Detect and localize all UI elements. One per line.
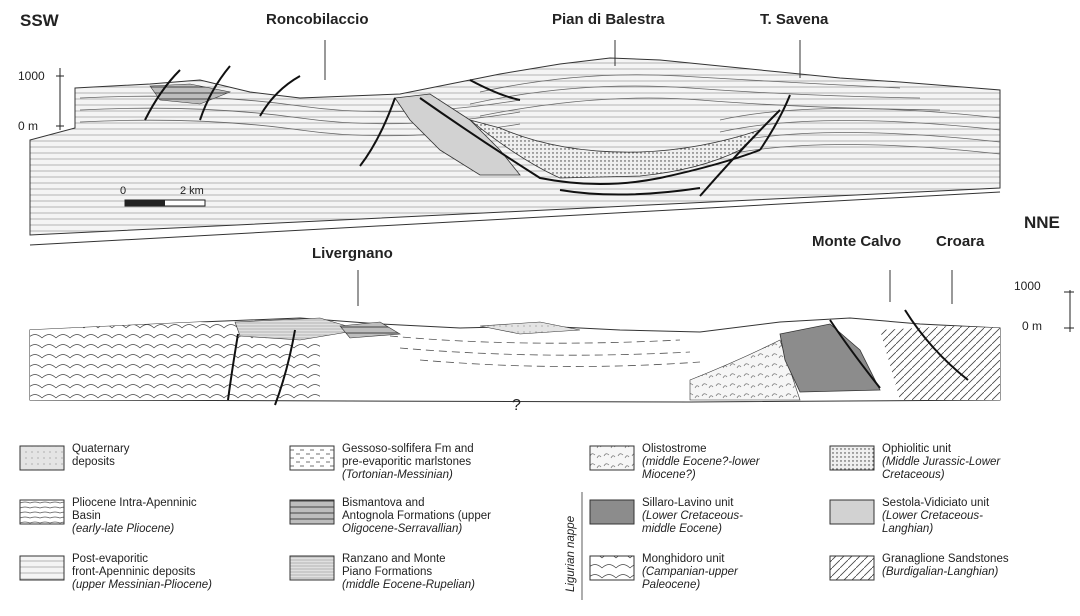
lower-scale: 1000 0 m	[1014, 279, 1074, 333]
label-ssw: SSW	[20, 11, 60, 30]
legend-swatch-sillaro	[590, 500, 634, 524]
legend-label-bismantova-1: Bismantova and	[342, 497, 424, 509]
label-roncobilaccio: Roncobilaccio	[266, 11, 369, 28]
legend-label-monghidoro-1: Monghidoro unit	[642, 553, 725, 565]
legend-swatch-bismantova	[290, 500, 334, 524]
legend-label-olisto-2: (middle Eocene?-lower	[642, 456, 761, 468]
legend-label-quaternary-1: Quaternary	[72, 443, 130, 455]
legend-label-postevap-2: front-Apenninic deposits	[72, 566, 196, 578]
lower-section: 1000 0 m ?	[30, 270, 1074, 414]
upper-scale-bottom: 0 m	[18, 119, 38, 133]
legend-swatch-ranzano	[290, 556, 334, 580]
legend-label-postevap-3: (upper Messinian-Pliocene)	[72, 579, 212, 591]
legend-label-bismantova-2: Antognola Formations (upper	[342, 510, 491, 522]
upper-section: 1000 0 m 0 2 km	[18, 40, 1000, 235]
legend-label-olisto-1: Olistostrome	[642, 443, 707, 455]
legend-swatch-quaternary	[20, 446, 64, 470]
legend-label-postevap-1: Post-evaporitic	[72, 553, 148, 565]
label-t-savena: T. Savena	[760, 11, 829, 28]
label-pian-di-balestra: Pian di Balestra	[552, 11, 665, 28]
legend-swatch-postevap	[20, 556, 64, 580]
legend-label-sestola-2: (Lower Cretaceous-	[882, 510, 983, 522]
label-nne: NNE	[1024, 213, 1060, 232]
unknown-mark: ?	[512, 397, 521, 414]
legend-label-ranzano-1: Ranzano and Monte	[342, 553, 446, 565]
legend-swatch-gessoso	[290, 446, 334, 470]
legend-label-ranzano-3: (middle Eocene-Rupelian)	[342, 579, 475, 591]
legend-label-olisto-3: Miocene?)	[642, 469, 696, 481]
label-livergnano: Livergnano	[312, 245, 393, 262]
legend-label-gessoso-3: (Tortonian-Messinian)	[342, 469, 453, 481]
legend-swatch-pliocene	[20, 500, 64, 524]
upper-scale-top: 1000	[18, 69, 45, 83]
legend-label-gessoso-1: Gessoso-solfifera Fm and	[342, 443, 474, 455]
legend-swatch-sestola	[830, 500, 874, 524]
legend-label-bismantova-3: Oligocene-Serravallian)	[342, 523, 462, 535]
legend-label-ophiolitic-2: (Middle Jurassic-Lower	[882, 456, 1001, 468]
legend-label-sestola-1: Sestola-Vidiciato unit	[882, 497, 990, 509]
legend-label-monghidoro-3: Paleocene)	[642, 579, 700, 591]
legend-label-monghidoro-2: (Campanian-upper	[642, 566, 739, 578]
lower-scale-bottom: 0 m	[1022, 319, 1042, 333]
legend-label-granaglione-1: Granaglione Sandstones	[882, 553, 1009, 565]
legend-label-sillaro-2: (Lower Cretaceous-	[642, 510, 743, 522]
legend-label-pliocene-2: Basin	[72, 510, 101, 522]
legend-swatch-olisto	[590, 446, 634, 470]
legend-label-ranzano-2: Piano Formations	[342, 566, 432, 578]
legend-swatch-ophiolitic	[830, 446, 874, 470]
scalebar-start: 0	[120, 185, 126, 197]
upper-scale: 1000 0 m	[18, 68, 64, 133]
legend-label-pliocene-1: Pliocene Intra-Apenninic	[72, 497, 197, 509]
legend-label-granaglione-2: (Burdigalian-Langhian)	[882, 566, 999, 578]
scalebar-end: 2 km	[180, 185, 204, 197]
label-croara: Croara	[936, 233, 985, 250]
legend-label-quaternary-2: deposits	[72, 456, 115, 468]
legend-label-pliocene-3: (early-late Pliocene)	[72, 523, 174, 535]
lower-scale-top: 1000	[1014, 279, 1041, 293]
legend-label-gessoso-2: pre-evaporitic marlstones	[342, 456, 471, 468]
lower-granaglione	[880, 326, 1000, 400]
legend-swatch-monghidoro	[590, 556, 634, 580]
legend-label-ophiolitic-3: Cretaceous)	[882, 469, 945, 481]
legend-label-ophiolitic-1: Ophiolitic unit	[882, 443, 952, 455]
legend-label-sillaro-1: Sillaro-Lavino unit	[642, 497, 734, 509]
legend-label-sestola-3: Langhian)	[882, 523, 933, 535]
legend-label-sillaro-3: middle Eocene)	[642, 523, 722, 535]
label-monte-calvo: Monte Calvo	[812, 233, 901, 250]
lower-leaders	[358, 270, 952, 306]
nappe-label: Ligurian nappe	[565, 516, 577, 592]
legend-swatch-granaglione	[830, 556, 874, 580]
